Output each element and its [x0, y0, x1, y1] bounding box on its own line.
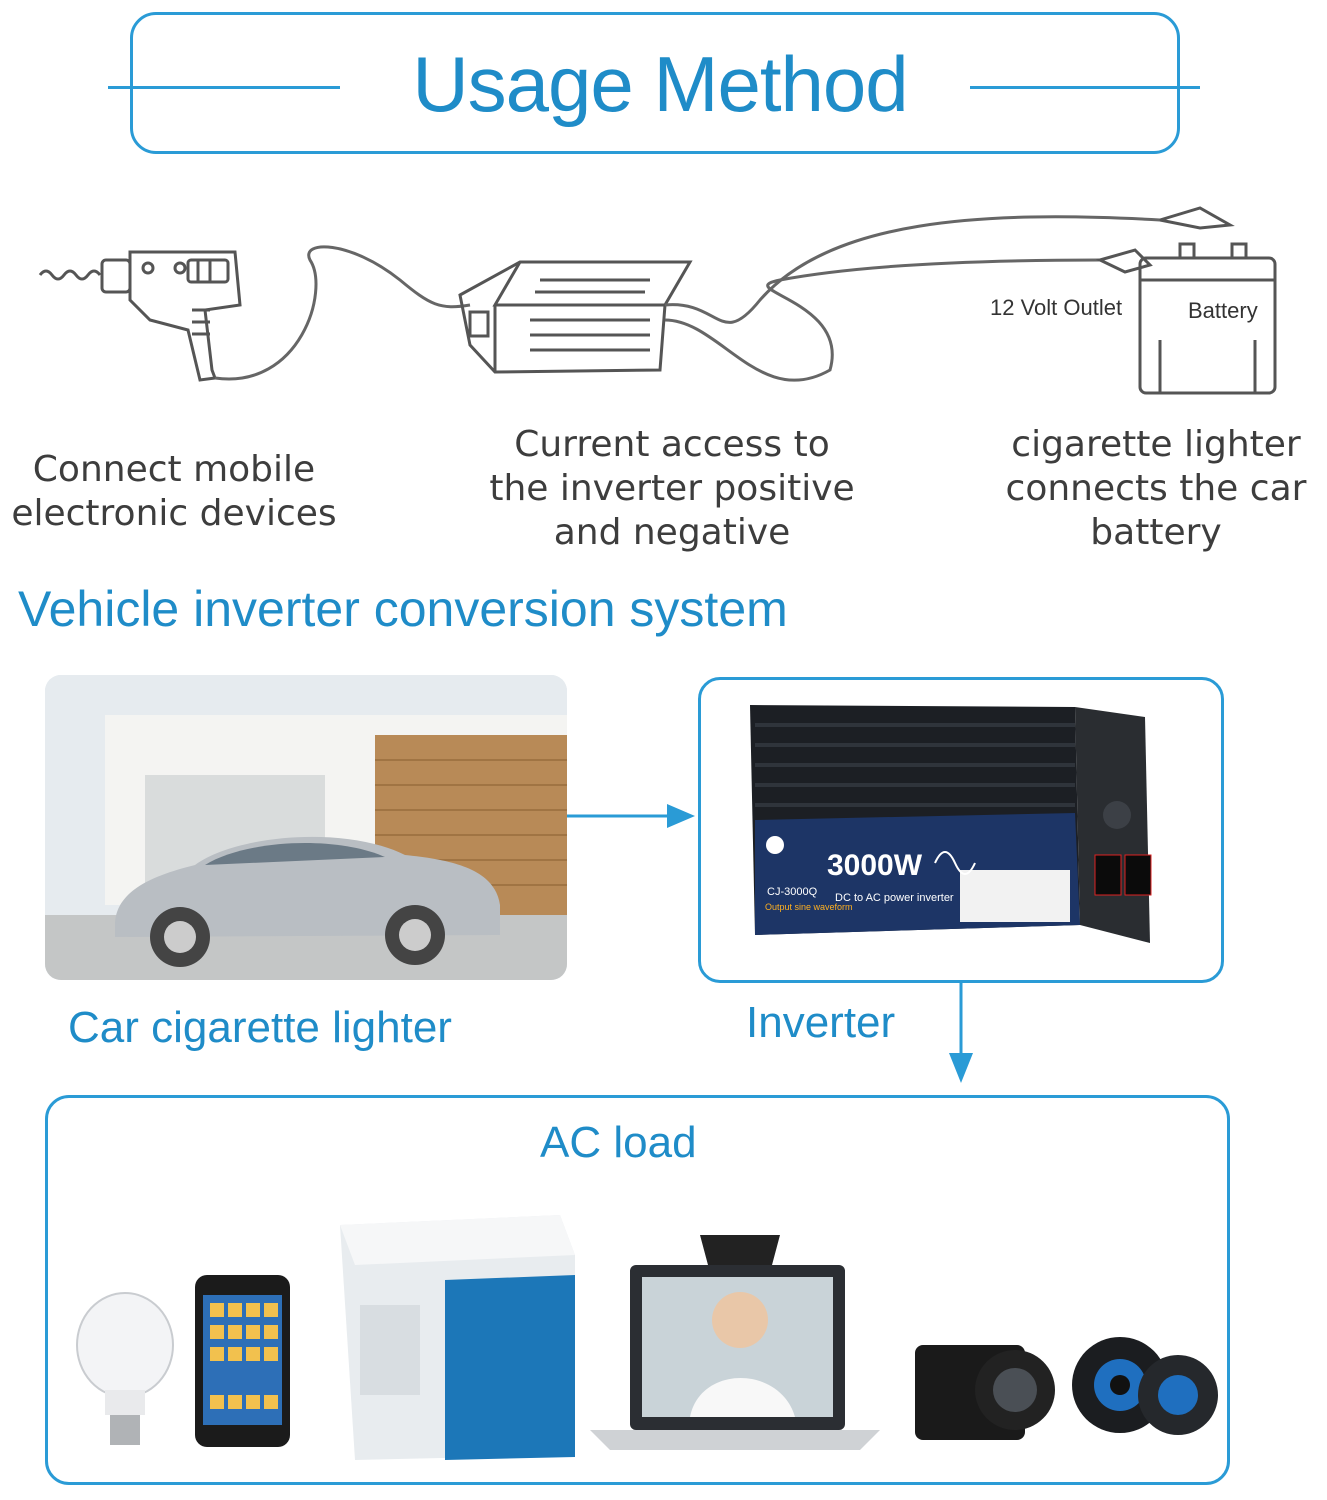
ac-load-frame [45, 1095, 1230, 1485]
car-illustration [45, 675, 567, 980]
caption-line: Connect mobile [32, 449, 316, 490]
phone-icon [195, 1275, 290, 1447]
sine-wave-icon [934, 851, 976, 875]
caption-line: electronic devices [11, 493, 337, 534]
caption-line: Current access to [514, 424, 830, 465]
battery-cable-black [664, 258, 1101, 382]
car-photo [45, 675, 567, 980]
laptop-icon [590, 1235, 880, 1450]
step-caption-3: cigarette lighter connects the car batte… [985, 423, 1327, 555]
header-line-left [108, 86, 340, 89]
ac-load-label: AC load [540, 1118, 697, 1167]
inverter-frame [698, 677, 1224, 983]
inverter-model: CJ-3000Q [767, 886, 818, 898]
camera-icon [915, 1345, 1055, 1440]
caption-line: and negative [553, 512, 791, 553]
drill-cable [214, 245, 471, 381]
inverter-subtitle: DC to AC power inverter [835, 892, 954, 904]
ac-load-devices [76, 1215, 1218, 1460]
inverter-waveform-label: Output sine waveform [765, 902, 853, 912]
step-caption-1: Connect mobile electronic devices [0, 448, 348, 536]
car-label: Car cigarette lighter [68, 1003, 452, 1052]
arrow-down-icon [949, 983, 973, 1083]
caption-line: the inverter positive [489, 468, 855, 509]
light-bulb-icon [76, 1292, 174, 1445]
inverter-label: Inverter [746, 998, 896, 1047]
inverter-product-image: 3000W CJ-3000Q DC to AC power inverter O… [750, 705, 1152, 943]
inverter-sketch-icon [458, 260, 693, 374]
header-line-right [970, 86, 1200, 89]
page-title: Usage Method [412, 40, 908, 128]
car-fridge-icon [340, 1215, 575, 1460]
battery-label: Battery [1188, 298, 1258, 323]
header-frame [130, 12, 1180, 154]
inverter-wattage: 3000W [827, 849, 923, 882]
outlet-label: 12 Volt Outlet [990, 295, 1122, 320]
caption-line: cigarette lighter [1011, 424, 1301, 465]
speaker-icon [1072, 1337, 1218, 1435]
step-caption-2: Current access to the inverter positive … [462, 423, 882, 555]
caption-line: battery [1090, 512, 1222, 553]
wiring-diagram: 12 Volt Outlet Battery [38, 206, 1277, 395]
drill-icon [38, 250, 242, 382]
clip-icon [1095, 206, 1235, 274]
brand-logo-icon [766, 836, 784, 854]
caption-line: connects the car [1005, 468, 1307, 509]
section-title: Vehicle inverter conversion system [18, 581, 788, 637]
arrow-right-icon [567, 804, 695, 828]
battery-icon [1138, 242, 1277, 395]
battery-cable-red [664, 215, 1161, 324]
